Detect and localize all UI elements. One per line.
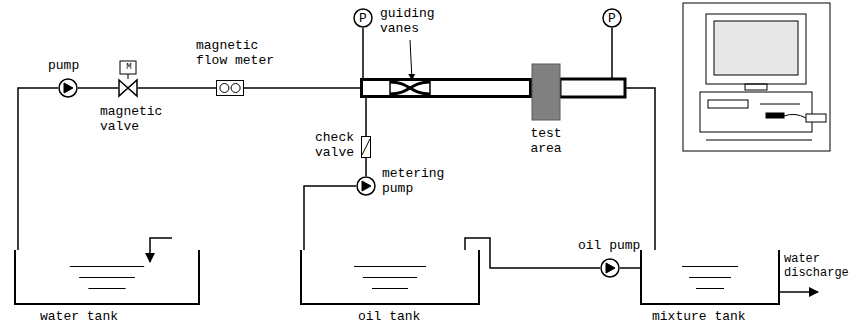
tank-shape	[640, 250, 780, 305]
tank-outline	[15, 250, 199, 304]
outlet-label: water discharge	[784, 252, 856, 280]
tank-shape	[14, 250, 200, 305]
node-label: metering pump	[382, 166, 452, 196]
pipe-line	[560, 88, 655, 250]
pump-symbol-shape	[356, 176, 376, 196]
pipe-line	[365, 158, 367, 176]
tank-outline	[641, 250, 779, 304]
pipe-line	[620, 267, 640, 269]
node-label: oil pump	[578, 238, 650, 253]
leader-line	[410, 40, 412, 80]
node-label: pump	[48, 58, 98, 73]
pipe-line	[18, 88, 58, 250]
tank: mixture tank	[640, 250, 780, 305]
pump-symbol-shape	[58, 78, 78, 98]
flow-meter-shape	[216, 80, 244, 96]
mixing-pipe: guiding vanes	[360, 78, 532, 98]
actuator-letter: M	[122, 61, 136, 73]
pump-symbol-outline	[601, 259, 619, 277]
pump-symbol: oil pump	[600, 258, 620, 278]
node-label: water tank	[40, 309, 160, 324]
node-label: magnetic flow meter	[196, 38, 282, 68]
test-section-outline	[532, 64, 560, 120]
test-section: test area	[532, 64, 560, 120]
pipe-line	[244, 87, 360, 89]
pump-symbol-outline	[357, 177, 375, 195]
valve-symbol-outline	[119, 80, 137, 96]
tank-outline	[301, 250, 479, 304]
pump-symbol-outline	[59, 79, 77, 97]
valve-symbol: magnetic valve	[118, 79, 138, 97]
flow-meter: magnetic flow meter	[216, 80, 244, 96]
pipe-line	[78, 87, 118, 89]
test-pipe	[560, 79, 625, 97]
node-label: check valve	[292, 130, 354, 160]
gauge-stem	[611, 28, 613, 80]
node-label: oil tank	[358, 309, 458, 324]
flow-meter-outline	[217, 81, 244, 96]
pump-symbol: metering pump	[356, 176, 376, 196]
pressure-gauge-outline	[354, 9, 372, 27]
tank: water tank	[14, 250, 200, 305]
check-valve-outline	[362, 137, 371, 158]
pressure-gauge: P	[602, 8, 622, 28]
pipe-line	[362, 28, 364, 78]
tank: oil tank	[300, 250, 480, 305]
pump-symbol: pump	[58, 78, 78, 98]
valve-stem	[128, 74, 129, 79]
pressure-gauge-outline	[603, 9, 621, 27]
test-section-shape	[532, 64, 560, 120]
node-label: P	[353, 8, 373, 28]
pressure-gauge: P	[353, 8, 373, 28]
node-label: guiding vanes	[380, 6, 446, 36]
check-valve: check valve	[361, 136, 371, 158]
pipe-line	[304, 186, 356, 250]
pump-symbol-shape	[600, 258, 620, 278]
tank-shape	[300, 250, 480, 305]
pipe-line	[365, 98, 367, 136]
mixing-pipe-outline	[362, 80, 531, 97]
node-label: magnetic valve	[100, 104, 172, 134]
valve-symbol-shape	[118, 79, 138, 97]
return-pipe	[150, 238, 172, 262]
check-valve-shape	[361, 136, 371, 158]
computer-symbol	[683, 3, 830, 151]
mixing-pipe-shape	[360, 78, 532, 98]
node-label: P	[602, 8, 622, 28]
node-label: test area	[522, 126, 570, 156]
node-label: mixture tank	[652, 309, 762, 324]
discharge-pipe	[780, 291, 818, 293]
pipe-line	[138, 87, 216, 89]
valve-actuator	[120, 61, 136, 74]
